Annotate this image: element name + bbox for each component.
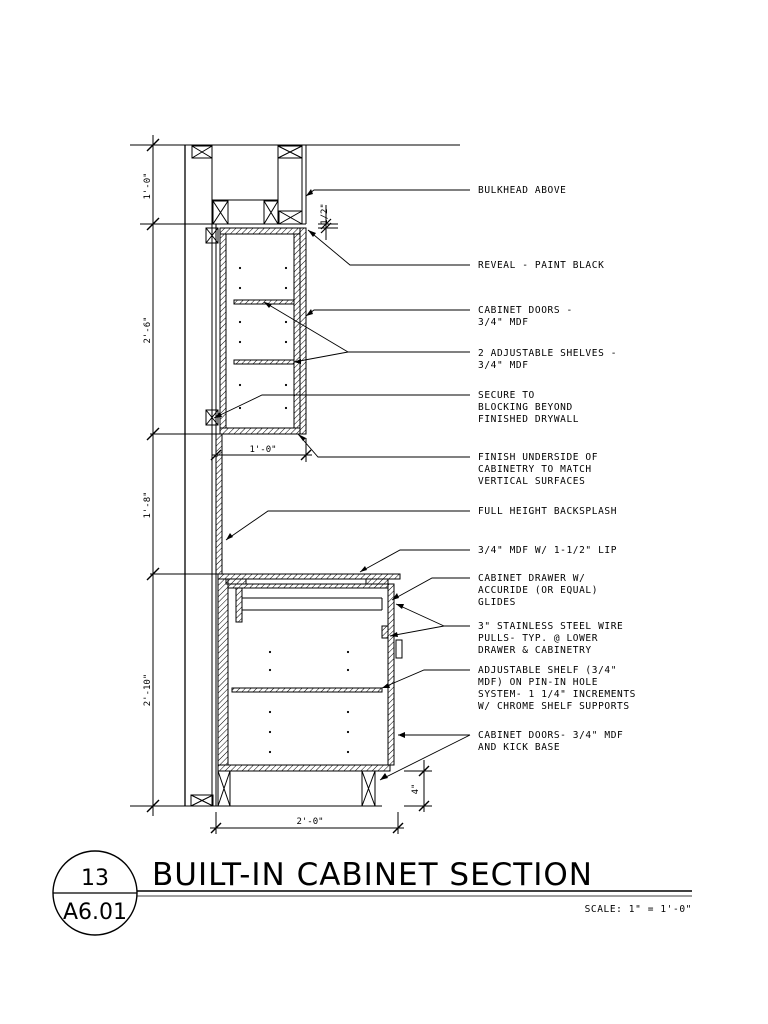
vertical-dimension-string: 1'-0" 2'-6" 1'-8" 2'-10" bbox=[140, 135, 212, 816]
dim-upper-height: 2'-6" bbox=[143, 316, 153, 343]
scale-label: SCALE: 1" = 1'-0" bbox=[585, 904, 692, 915]
dim-kick-height: 4" bbox=[411, 784, 421, 795]
bottom-plate-blocking bbox=[190, 794, 214, 807]
note-adjustable-shelf: ADJUSTABLE SHELF (3/4" MDF) ON PIN-IN HO… bbox=[478, 665, 642, 712]
countertop bbox=[217, 573, 401, 585]
reveal-dimension: 1/2" bbox=[318, 203, 338, 240]
detail-number: 13 bbox=[81, 866, 109, 891]
lower-shelf bbox=[231, 687, 383, 693]
note-cabinet-doors-lower: CABINET DOORS- 3/4" MDF AND KICK BASE bbox=[478, 730, 630, 753]
dim-bulkhead-height: 1'-0" bbox=[143, 172, 153, 199]
bulkhead bbox=[212, 145, 307, 225]
note-adjustable-shelves: 2 ADJUSTABLE SHELVES - 3/4" MDF bbox=[478, 348, 623, 371]
note-countertop: 3/4" MDF W/ 1-1/2" LIP bbox=[478, 545, 617, 556]
leader-arrowheads bbox=[214, 189, 405, 780]
lower-pin-holes bbox=[268, 650, 350, 754]
sheet-number: A6.01 bbox=[63, 900, 127, 925]
annotation-notes: BULKHEAD ABOVE REVEAL - PAINT BLACK CABI… bbox=[478, 185, 642, 753]
upper-depth-dimension: 1'-0" bbox=[210, 438, 312, 462]
note-backsplash: FULL HEIGHT BACKSPLASH bbox=[478, 506, 617, 517]
top-plate-blocking bbox=[191, 145, 303, 159]
title-block: 13 A6.01 BUILT-IN CABINET SECTION SCALE:… bbox=[52, 850, 692, 936]
kick-base bbox=[216, 770, 382, 807]
lower-cabinet bbox=[216, 578, 403, 807]
note-finish-underside: FINISH UNDERSIDE OF CABINETRY TO MATCH V… bbox=[478, 452, 604, 487]
dim-backsplash-height: 1'-8" bbox=[143, 491, 153, 518]
lower-depth-dimension: 2'-0" bbox=[210, 812, 404, 834]
backsplash bbox=[150, 433, 223, 575]
upper-cabinet bbox=[205, 227, 307, 435]
dim-lower-height: 2'-10" bbox=[143, 674, 153, 707]
note-secure-blocking: SECURE TO BLOCKING BEYOND FINISHED DRYWA… bbox=[478, 390, 579, 425]
dim-lower-depth: 2'-0" bbox=[296, 817, 323, 827]
dim-upper-depth: 1'-0" bbox=[249, 445, 276, 455]
kick-dimension: 4" bbox=[404, 760, 432, 812]
note-reveal: REVEAL - PAINT BLACK bbox=[478, 260, 604, 271]
leader-lines bbox=[213, 189, 471, 781]
drawing-title: BUILT-IN CABINET SECTION bbox=[152, 857, 593, 893]
wall bbox=[130, 144, 460, 807]
lower-drawer bbox=[235, 587, 389, 639]
note-cabinet-doors-upper: CABINET DOORS - 3/4" MDF bbox=[478, 305, 579, 328]
upper-pin-holes bbox=[238, 266, 288, 410]
note-wire-pulls: 3" STAINLESS STEEL WIRE PULLS- TYP. @ LO… bbox=[478, 621, 630, 656]
upper-shelf-2 bbox=[233, 359, 295, 365]
drawer-pull bbox=[395, 639, 403, 659]
dim-reveal: 1/2" bbox=[320, 203, 330, 225]
note-bulkhead: BULKHEAD ABOVE bbox=[478, 185, 566, 196]
note-cabinet-drawer: CABINET DRAWER W/ ACCURIDE (OR EQUAL) GL… bbox=[478, 573, 604, 608]
